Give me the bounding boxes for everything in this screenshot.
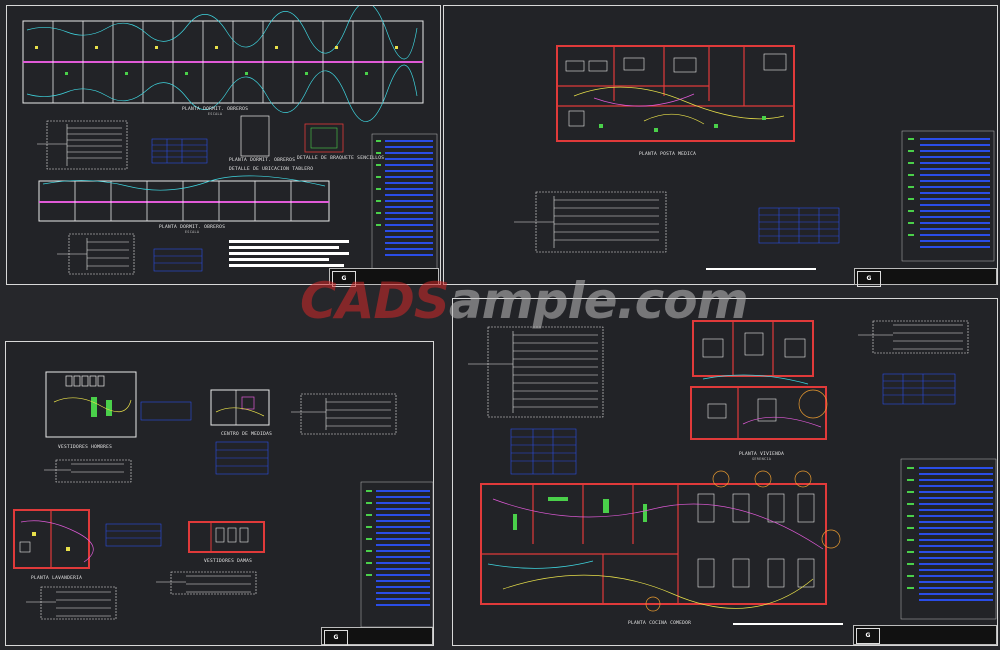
legend-column-4 xyxy=(900,458,997,620)
single-line-diagram-1 xyxy=(37,120,128,170)
schedule-table-6 xyxy=(510,428,577,475)
single-line-diagram-5 xyxy=(44,459,132,483)
kitchen-dining-title: PLANTA COCINA COMEDOR xyxy=(628,621,692,626)
logo-icon: G xyxy=(857,271,881,287)
legend-column-1 xyxy=(371,133,438,270)
kitchen-dining-plan xyxy=(480,470,841,612)
dormitory-plan-bottom xyxy=(38,175,330,222)
title-block-1: G xyxy=(329,268,439,287)
medical-post-plan xyxy=(556,45,795,142)
drawing-sheet-2[interactable]: PLANTA POSTA MEDICA G xyxy=(443,5,998,287)
title-block-4: G xyxy=(853,625,997,645)
title-block-3: G xyxy=(321,627,433,646)
detail-braquete-box xyxy=(304,123,344,153)
schedule-table-4 xyxy=(140,401,269,475)
manager-house-plan xyxy=(690,320,828,440)
sheet-2-drawing xyxy=(514,45,995,270)
dormitory-plan-top xyxy=(22,6,424,122)
schedule-table-1 xyxy=(151,138,208,164)
detail-plan-title: PLANTA DORMIT. OBREROS xyxy=(229,158,296,163)
laundry-title: PLANTA LAVANDERIA xyxy=(31,576,83,581)
drawing-sheet-3[interactable]: VESTIDORES HOMBRES CENTRO DE MEDIDAS PLA… xyxy=(5,341,434,646)
single-line-diagram-8 xyxy=(468,326,604,418)
dashed-note-line-2 xyxy=(733,623,843,625)
logo-icon: G xyxy=(332,271,356,287)
title-block-2: G xyxy=(854,268,997,287)
detail-tablero-title: DETALLE DE UBICACION TABLERO xyxy=(229,167,314,172)
single-line-diagram-6 xyxy=(156,571,257,595)
single-line-diagram-3 xyxy=(514,191,667,253)
womens-locker-title: VESTIDORES DAMAS xyxy=(204,559,253,564)
mens-locker-plan xyxy=(45,371,137,438)
schedule-table-3 xyxy=(758,207,840,244)
legend-column-2 xyxy=(901,130,995,262)
medical-post-title: PLANTA POSTA MEDICA xyxy=(639,152,697,157)
logo-icon: G xyxy=(324,630,348,646)
single-line-diagram-4 xyxy=(291,393,397,435)
schedule-table-5 xyxy=(105,523,162,547)
single-line-diagram-9 xyxy=(858,320,969,354)
schedule-table-2 xyxy=(153,248,203,272)
sheet-3-drawing xyxy=(13,371,434,628)
logo-icon: G xyxy=(856,628,880,644)
detail-plan-box xyxy=(240,115,270,157)
mens-locker-title: VESTIDORES HOMBRES xyxy=(58,445,113,450)
single-line-diagram-7 xyxy=(26,586,117,620)
womens-locker-plan xyxy=(188,521,265,553)
measurement-center-plan xyxy=(210,389,270,426)
sheet-1-drawing xyxy=(22,6,438,275)
schedule-table-7 xyxy=(882,373,956,405)
measurement-center-title: CENTRO DE MEDIDAS xyxy=(221,432,273,437)
laundry-plan xyxy=(13,509,94,569)
legend-column-3 xyxy=(360,481,434,628)
detail-braquete-title: DETALLE DE BRAQUETE SENCILLOS xyxy=(297,156,385,161)
dashed-note-line xyxy=(706,268,816,270)
sheet-4-drawing xyxy=(468,320,997,625)
notes-block-1 xyxy=(229,240,349,267)
single-line-diagram-2 xyxy=(57,233,135,275)
